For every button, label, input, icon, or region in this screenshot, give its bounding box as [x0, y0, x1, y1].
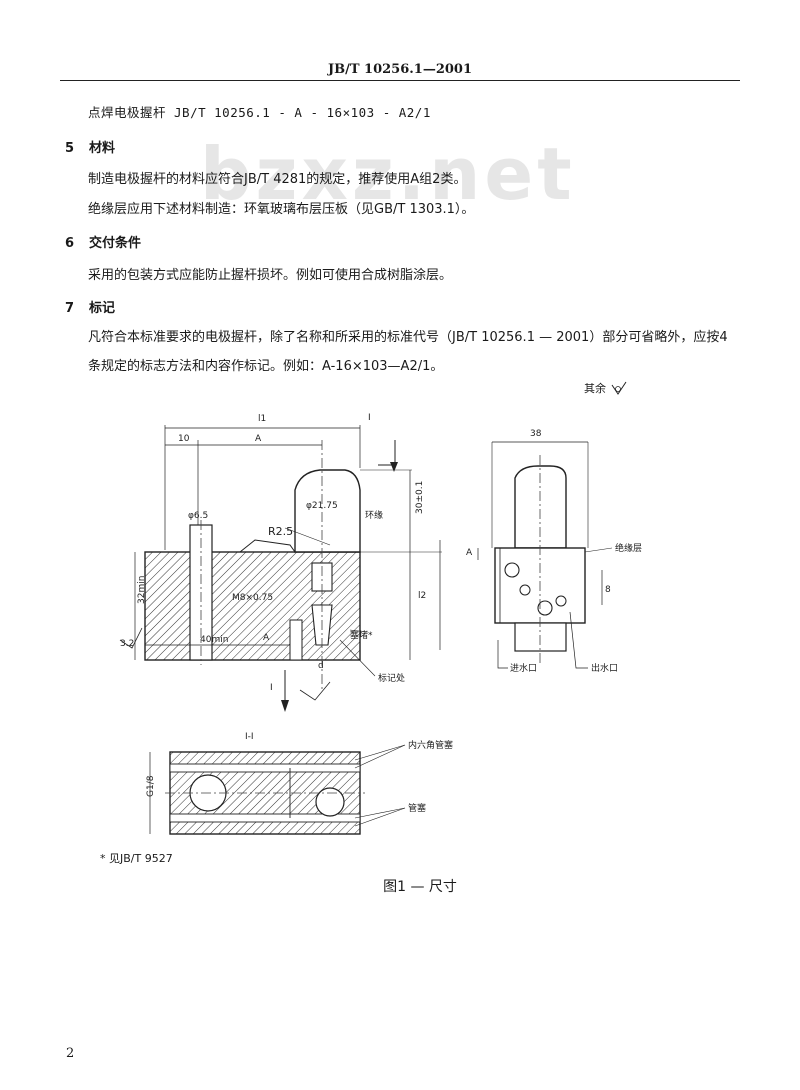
section-7-heading: 7 标记: [65, 297, 115, 316]
section-mark-low-I: I: [270, 683, 273, 693]
label-pipe-plug: 管塞: [408, 802, 426, 814]
dim-l2: l2: [418, 591, 426, 601]
dim-phi6-5: φ6.5: [188, 511, 208, 521]
dim-8: 8: [605, 585, 611, 595]
dim-l1: l1: [258, 414, 266, 424]
roughness-label: 其余: [584, 382, 606, 395]
dim-3-2: 3.2: [120, 639, 134, 649]
section-number: 5: [65, 141, 75, 156]
section-title: 交付条件: [89, 236, 142, 251]
designation-example: 点焊电极握杆 JB/T 10256.1 - A - 16×103 - A2/1: [88, 105, 431, 120]
dim-38: 38: [530, 429, 542, 439]
label-inlet: 进水口: [510, 662, 537, 674]
dim-10: 10: [178, 434, 190, 444]
section-title: 标记: [89, 301, 116, 316]
roughness-note: 其余: [584, 380, 628, 397]
section-6-heading: 6 交付条件: [65, 232, 141, 251]
standard-header: JB/T 10256.1—2001: [327, 62, 473, 77]
header-rule: [60, 80, 740, 81]
dim-40min: 40min: [200, 635, 228, 645]
label-insulation-layer: 绝缘层: [615, 542, 642, 554]
dim-phi21-75: φ21.75: [306, 501, 338, 511]
dim-R2-5: R2.5: [268, 525, 293, 538]
front-view: l1 10 A I φ21.75 φ6.5 R2.5 环缘 30±0.1 l2 …: [119, 413, 442, 712]
section-number: 6: [65, 236, 75, 251]
dim-M8: M8×0.75: [232, 593, 273, 603]
section-7-para-1: 凡符合本标准要求的电极握杆，除了名称和所采用的标准代号（JB/T 10256.1…: [88, 330, 728, 374]
label-hex-plug: 内六角管塞: [408, 739, 453, 751]
figure-caption: 图1 — 尺寸: [383, 879, 457, 895]
watermark: bzxz.net: [200, 132, 576, 216]
side-view: 38 绝缘层 进水口 出水口 A 8: [466, 429, 642, 674]
section-number: 7: [65, 301, 75, 316]
section-mark-low-A: A: [263, 633, 270, 643]
section-5-para-2: 绝缘层应用下述材料制造：环氧玻璃布层压板（见GB/T 1303.1）。: [88, 202, 475, 217]
dim-32min: 32min: [137, 576, 147, 604]
footnote: * 见JB/T 9527: [100, 852, 173, 865]
section-5-para-1: 制造电极握杆的材料应符合JB/T 4281的规定，推荐使用A组2类。: [88, 172, 467, 187]
section-view: I-I 内六角管塞 管塞 G1/8: [146, 732, 453, 835]
section-5-heading: 5 材料: [65, 137, 115, 156]
roughness-symbol-icon: [611, 381, 626, 395]
dim-30: 30±0.1: [415, 481, 425, 514]
section-mark-top: I: [368, 413, 371, 423]
label-mark-location: 标记处: [378, 672, 405, 684]
section-title: I-I: [245, 732, 254, 742]
electrode-shank: [294, 469, 361, 553]
label-insulation: 环缘: [365, 509, 383, 521]
section-6-para-1: 采用的包装方式应能防止握杆损坏。例如可使用合成树脂涂层。: [88, 268, 453, 283]
section-mark-side-A: A: [466, 548, 473, 558]
dim-d: d: [318, 661, 324, 671]
dim-A: A: [255, 434, 262, 444]
page-number: 2: [66, 1046, 75, 1061]
section-title: 材料: [89, 141, 116, 156]
label-plug: 塞堵*: [350, 629, 373, 641]
dim-section-side: G1/8: [146, 775, 156, 797]
label-outlet: 出水口: [591, 662, 618, 674]
